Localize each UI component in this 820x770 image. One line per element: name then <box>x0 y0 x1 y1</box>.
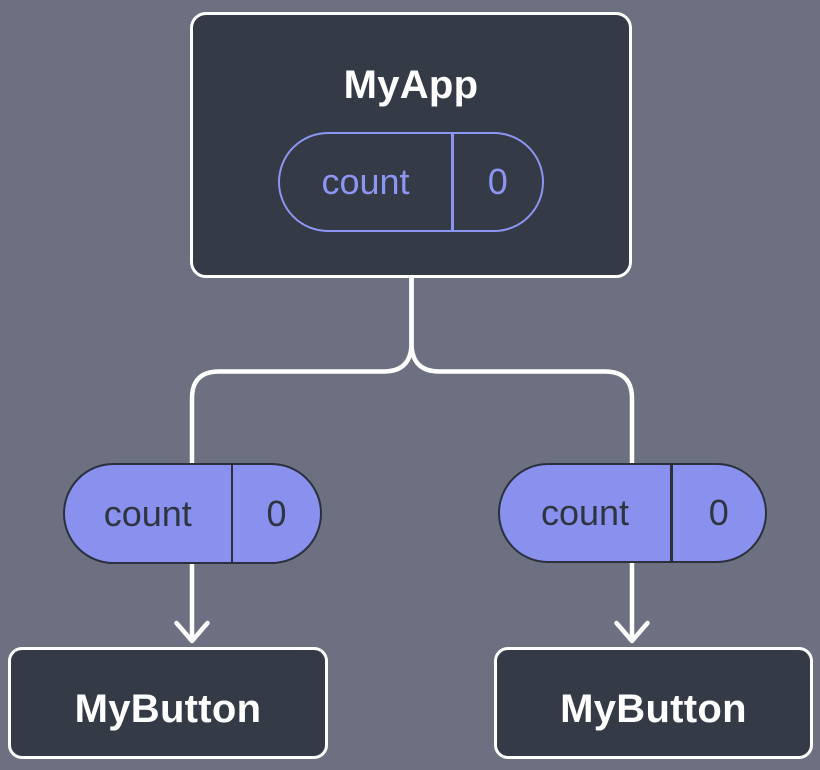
pill-divider <box>670 465 673 561</box>
left-prop-pill: count 0 <box>63 463 322 564</box>
parent-state-pill: count 0 <box>278 132 544 232</box>
left-child-component-title: MyButton <box>74 687 262 731</box>
prop-name-label: count <box>103 492 192 534</box>
arrowhead-left-icon <box>174 620 210 644</box>
right-prop-pill: count 0 <box>498 463 767 563</box>
right-child-component-title: MyButton <box>560 687 747 731</box>
pill-divider <box>451 134 454 230</box>
arrowhead-right-icon <box>614 620 650 644</box>
prop-value-label: 0 <box>708 492 729 533</box>
parent-component-box: MyApp count 0 <box>190 12 632 278</box>
prop-name-label: count <box>540 492 630 533</box>
right-child-component-box: MyButton <box>494 647 813 759</box>
prop-value-label: 0 <box>266 492 287 534</box>
left-child-component-box: MyButton <box>8 647 328 759</box>
pill-divider <box>230 465 233 562</box>
state-name-label: count <box>321 161 410 202</box>
parent-component-title: MyApp <box>343 63 479 107</box>
connector-parent-to-right-child <box>409 271 635 642</box>
connector-parent-to-left-child <box>189 271 414 642</box>
state-value-label: 0 <box>487 161 508 202</box>
